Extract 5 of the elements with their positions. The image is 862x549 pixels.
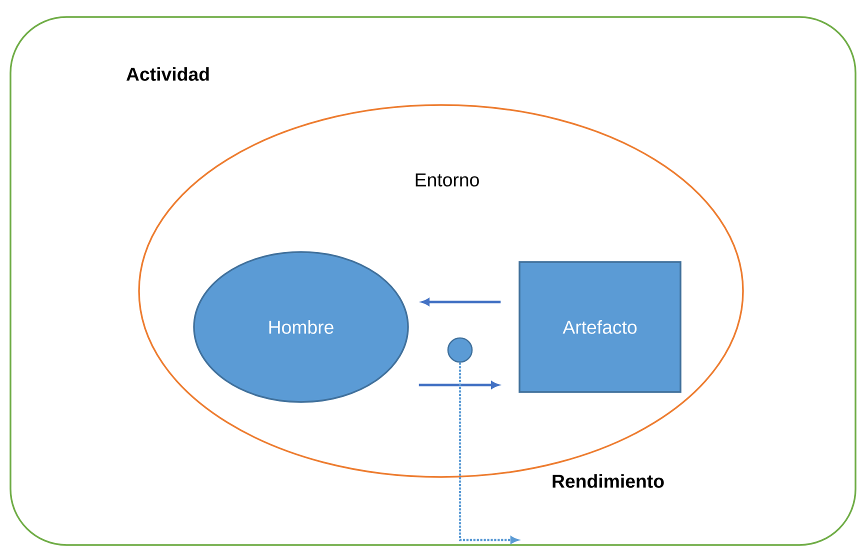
artifact-box: Artefacto [518,261,682,393]
small-circle [447,337,473,363]
arrow [418,381,499,389]
arrow [458,362,518,544]
arrow [422,298,501,306]
